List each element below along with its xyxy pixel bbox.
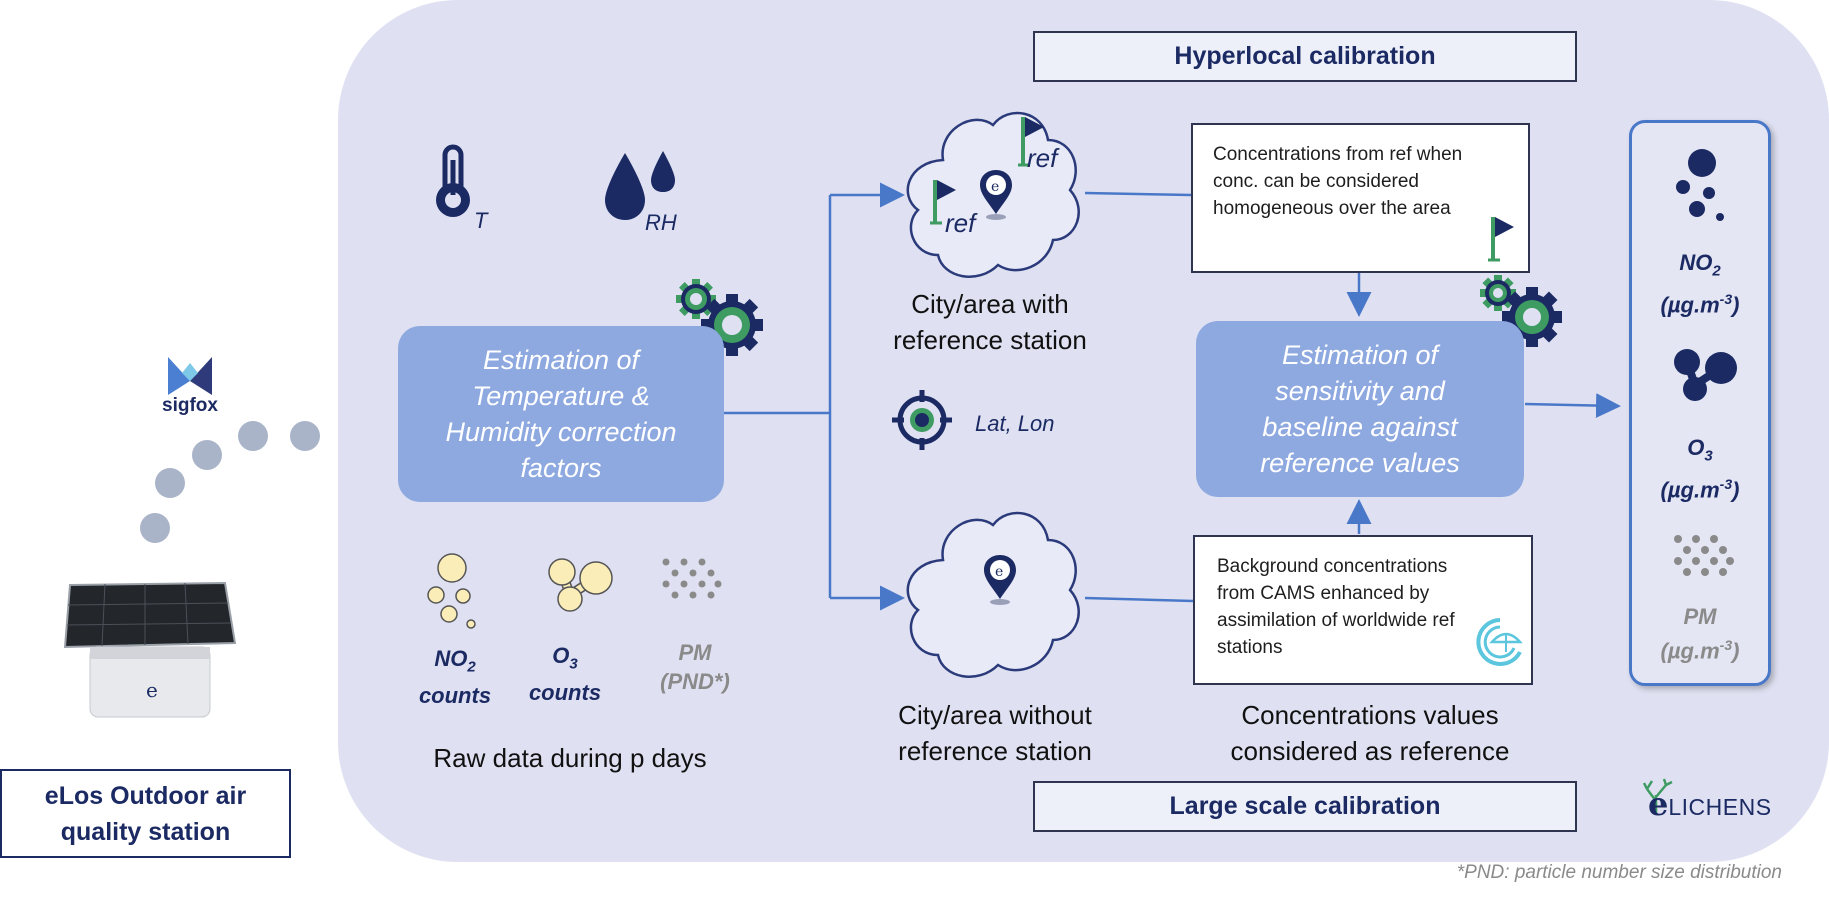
- ref-flag-icon: [1488, 217, 1514, 262]
- large-scale-calibration-title: Large scale calibration: [1033, 781, 1577, 832]
- humidity-label: RH: [645, 210, 677, 235]
- ref-label: ref: [945, 208, 976, 238]
- location-pin-icon: e: [984, 555, 1016, 605]
- sigfox-logo-icon: [168, 357, 212, 395]
- hyperlocal-calibration-title: Hyperlocal calibration: [1033, 31, 1577, 82]
- pm-pnd-label: PM (PND*): [660, 640, 730, 694]
- target-location-icon: [892, 390, 952, 450]
- o3-molecule-icon: [548, 558, 613, 612]
- hyperlocal-note-text: Concentrations from ref when conc. can b…: [1213, 144, 1463, 219]
- pm-output-icon: [1674, 535, 1734, 576]
- sensitivity-baseline-text: Estimation of sensitivity and baseline a…: [1260, 340, 1460, 478]
- svg-text:e: e: [146, 678, 158, 702]
- correction-factors-box: Estimation of Temperature & Humidity cor…: [398, 326, 724, 502]
- ref-flag-icon: [930, 180, 956, 225]
- hyperlocal-note-box: Concentrations from ref when conc. can b…: [1191, 123, 1530, 273]
- elichens-logo-e: e: [1648, 785, 1669, 823]
- city-with-reference-caption: City/area with reference station: [893, 289, 1087, 355]
- gears-icon: [1480, 275, 1562, 347]
- transmission-dots-icon: [140, 421, 320, 543]
- city-without-reference-cloud: [906, 511, 1080, 678]
- station-device-image: e: [63, 581, 237, 718]
- humidity-droplets-icon: [605, 151, 675, 220]
- reference-values-caption: Concentrations values considered as refe…: [1230, 700, 1510, 766]
- svg-text:e: e: [995, 564, 1003, 580]
- footnote: *PND: particle number size distribution: [1456, 862, 1782, 883]
- ref-flag-icon: [1018, 117, 1044, 167]
- pm-output-label: PM (µg.m-3): [1660, 604, 1740, 664]
- o3-output-icon: [1674, 349, 1737, 401]
- correction-factors-text: Estimation of Temperature & Humidity cor…: [445, 345, 677, 483]
- pm-particles-icon: [662, 558, 722, 599]
- no2-counts-label: NO2 counts: [418, 646, 492, 709]
- o3-counts-label: O3 counts: [528, 643, 602, 706]
- sensitivity-baseline-box: Estimation of sensitivity and baseline a…: [1196, 321, 1524, 497]
- no2-output-label: NO2 (µg.m-3): [1660, 250, 1740, 318]
- cams-logo-icon: [1476, 618, 1523, 666]
- background-note-box: Background concentrations from CAMS enha…: [1193, 535, 1533, 685]
- no2-bubbles-icon: [427, 553, 476, 629]
- o3-output-label: O3 (µg.m-3): [1660, 435, 1740, 503]
- city-without-reference-caption: City/area without reference station: [898, 700, 1092, 766]
- temperature-label: T: [474, 208, 488, 233]
- elichens-logo: eLICHENS: [1648, 785, 1772, 823]
- elichens-logo-text: LICHENS: [1668, 794, 1772, 820]
- sigfox-label: sigfox: [162, 395, 218, 416]
- station-label-text: eLos Outdoor air quality station: [44, 781, 247, 846]
- background-note-text: Background concentrations from CAMS enha…: [1217, 556, 1455, 658]
- raw-data-caption: Raw data during p days: [433, 743, 707, 773]
- elichens-logo-icon: [1642, 778, 1673, 815]
- no2-output-icon: [1676, 149, 1724, 221]
- thermometer-icon: [436, 144, 470, 217]
- location-pin-icon: e: [980, 170, 1012, 220]
- latlon-label: Lat, Lon: [975, 411, 1055, 436]
- svg-text:e: e: [991, 179, 999, 195]
- station-label: eLos Outdoor air quality station: [0, 769, 291, 858]
- ref-label: ref: [1027, 143, 1058, 173]
